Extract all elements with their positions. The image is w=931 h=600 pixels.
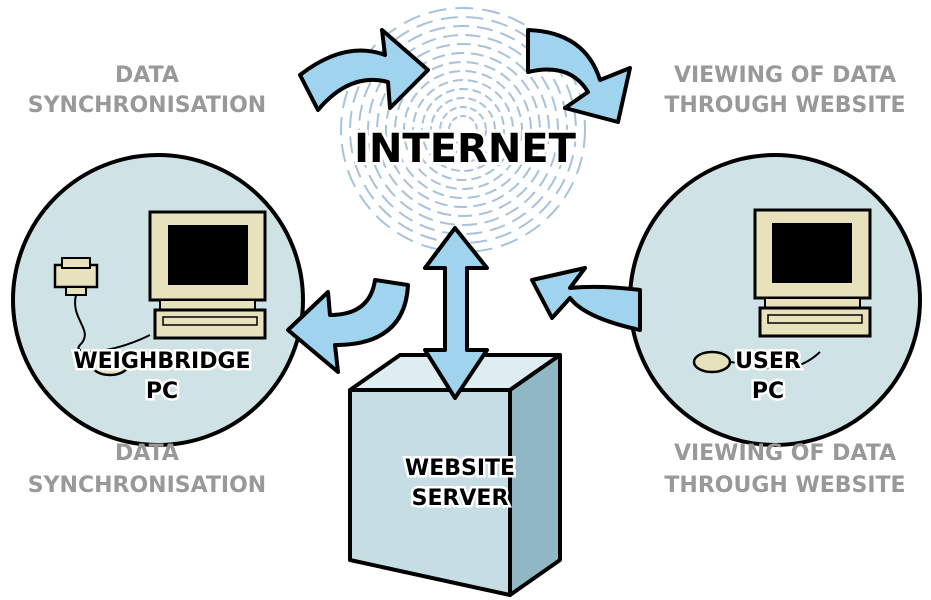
monitor-icon [753, 208, 872, 309]
weighbridge-pc-line2: PC [146, 379, 178, 404]
internet-label: INTERNET [354, 126, 577, 172]
server-box-icon [348, 353, 562, 597]
keyboard-icon [758, 306, 872, 338]
website-server-line2: SERVER [412, 486, 509, 511]
view-top-line2: THROUGH WEBSITE [664, 93, 905, 118]
mouse-icon [692, 350, 821, 374]
sync-top-line2: SYNCHRONISATION [28, 93, 266, 118]
internet-ring [349, 16, 577, 244]
arrow-view-top [526, 28, 632, 124]
internet-ring [403, 70, 523, 190]
arrow-view-bottom [530, 266, 642, 332]
view-bottom-line2: THROUGH WEBSITE [664, 473, 905, 498]
weighbridge-pc-line1: WEIGHBRIDGE [73, 349, 250, 374]
internet-ring [430, 97, 496, 163]
internet-ring [412, 79, 514, 181]
keyboard-icon [153, 308, 267, 340]
internet-ring [376, 43, 550, 217]
user-pc-line1: USER [735, 349, 801, 374]
view-bottom-line1: VIEWING OF DATA [674, 441, 896, 466]
internet-ring [358, 25, 568, 235]
monitor-icon [148, 210, 267, 311]
weighbridge-pc-icon [53, 210, 267, 377]
user-pc-icon [692, 208, 872, 374]
sync-bottom-line2: SYNCHRONISATION [28, 473, 266, 498]
sync-bottom-line1: DATA [115, 441, 179, 466]
internet-ring [439, 106, 487, 154]
mouse-icon [90, 353, 130, 377]
internet-ring [394, 61, 532, 199]
sync-top-line1: DATA [115, 63, 179, 88]
internet-ring [385, 52, 541, 208]
user-pc-line2: PC [752, 379, 784, 404]
arrow-server-internet [423, 226, 489, 400]
view-top-line1: VIEWING OF DATA [674, 63, 896, 88]
scale-device-icon [53, 257, 151, 353]
arrow-sync-bottom [286, 278, 410, 374]
internet-ring [367, 34, 559, 226]
internet-ring [421, 88, 505, 172]
website-server-line1: WEBSITE [405, 456, 515, 481]
arrow-sync-top [298, 28, 430, 112]
internet-ring [448, 115, 478, 145]
